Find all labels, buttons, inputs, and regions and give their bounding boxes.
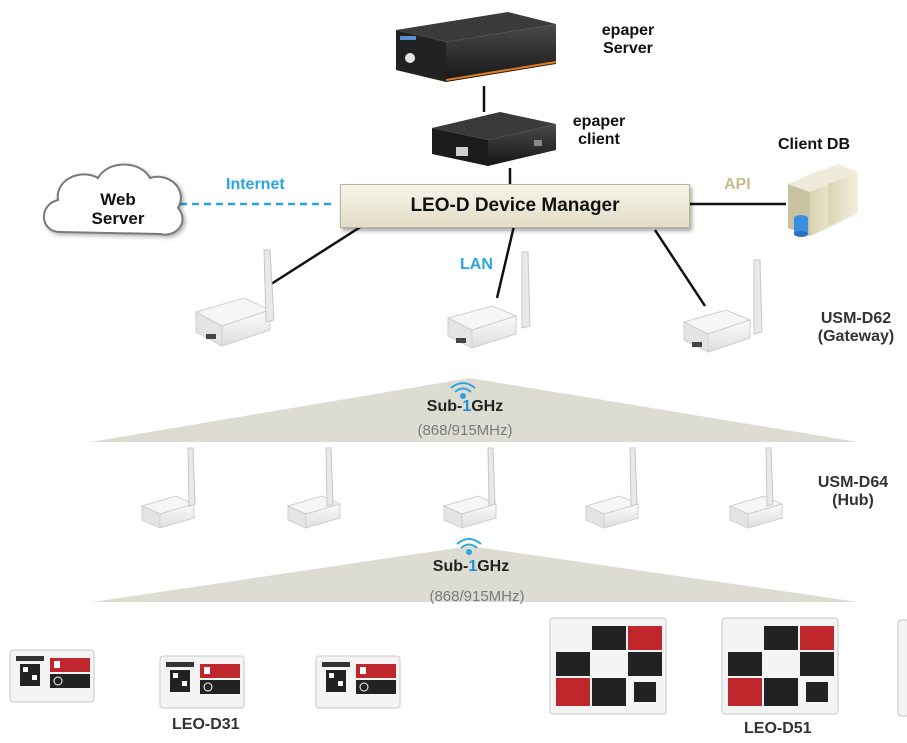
gateway-device — [194, 249, 275, 347]
manager-gateway2-line — [495, 225, 516, 299]
gateway-device — [682, 259, 763, 353]
subghz-beam-upper — [90, 378, 858, 442]
device-manager-label: LEO-D Device Manager — [410, 195, 620, 216]
connection-lines — [267, 86, 786, 307]
hub-label: USM-D64 (Hub) — [817, 474, 889, 509]
internet-link-label: Internet — [226, 176, 285, 193]
database-server-icon — [788, 164, 858, 237]
epaper-server-label: epaper Server — [601, 22, 655, 57]
gateway-label: USM-D62 (Gateway) — [817, 310, 895, 345]
hub-device — [140, 447, 196, 529]
epaper-tag-large-partial — [897, 619, 907, 717]
cloud-icon — [43, 163, 184, 236]
web-server-label: Web Server — [91, 190, 145, 229]
manager-gateway3-line — [653, 229, 707, 307]
epaper-server-device — [396, 12, 557, 82]
gateway-device — [446, 251, 531, 349]
manager-gateway1-line — [267, 224, 363, 288]
lan-link-label: LAN — [460, 256, 493, 273]
epaper-tag-large — [721, 617, 839, 715]
client-db-label: Client DB — [778, 136, 850, 153]
hub-device — [728, 447, 784, 529]
hub-device — [584, 447, 640, 529]
wifi-icon-lower — [456, 538, 482, 555]
leo-d31-label: LEO-D31 — [172, 716, 240, 733]
epaper-tag-large — [549, 617, 667, 715]
frequency-label-upper: (868/915MHz) — [417, 422, 513, 439]
hub-device — [442, 447, 498, 529]
hub-device — [286, 447, 342, 529]
wifi-icon-upper — [450, 382, 476, 399]
frequency-label-lower: (868/915MHz) — [429, 588, 525, 605]
epaper-tag-small — [315, 655, 401, 709]
epaper-tag-small — [9, 649, 95, 703]
api-link-label: API — [724, 176, 751, 193]
subghz-label-lower: Sub-1GHz — [432, 558, 510, 575]
leo-d51-label: LEO-D51 — [744, 720, 812, 737]
subghz-label-upper: Sub-1GHz — [426, 398, 504, 415]
epaper-tag-small — [159, 655, 245, 709]
device-manager-box: LEO-D Device Manager — [340, 184, 690, 228]
epaper-client-label: epaper client — [572, 113, 626, 148]
subghz-beam-lower — [92, 546, 858, 602]
epaper-client-device — [432, 112, 556, 166]
